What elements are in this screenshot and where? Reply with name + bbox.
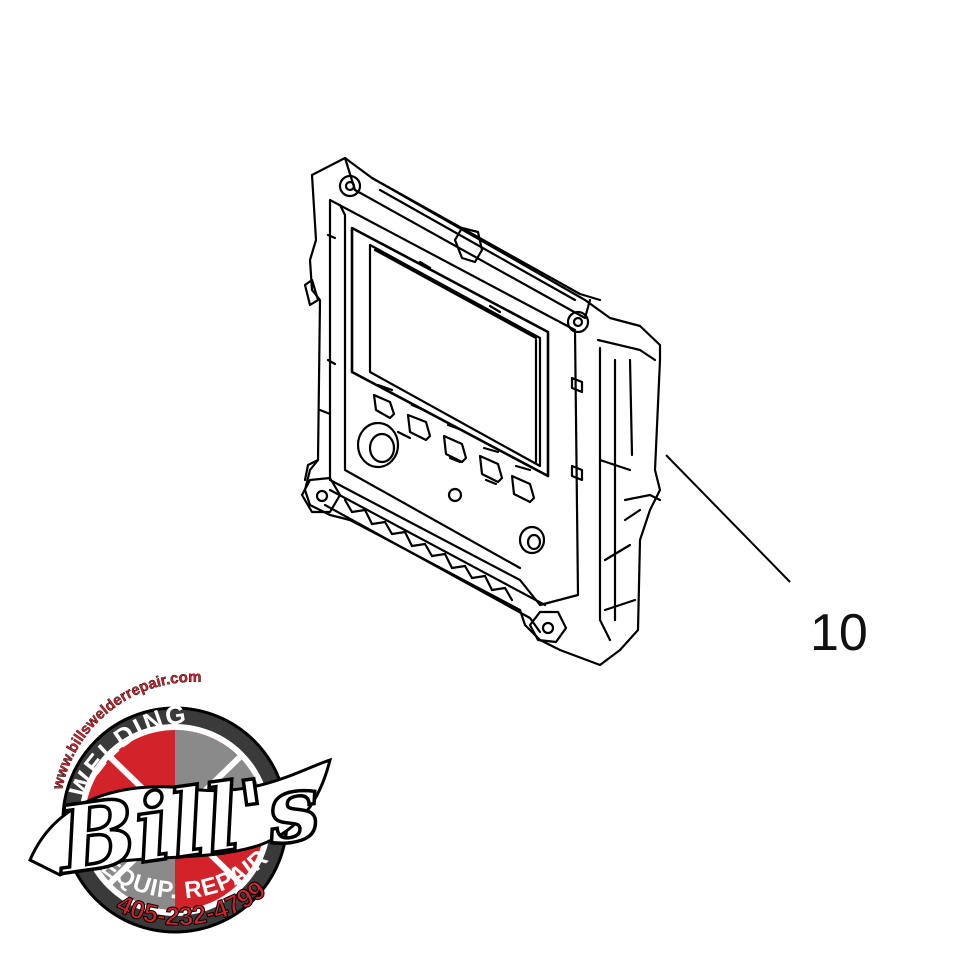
bills-logo: WELDING EQUIP. REPAIR www.billswelderrep… [28,669,333,934]
part-callout-number: 10 [810,604,868,662]
callout-leader-line [665,454,791,583]
front-panel-drawing [300,156,662,667]
